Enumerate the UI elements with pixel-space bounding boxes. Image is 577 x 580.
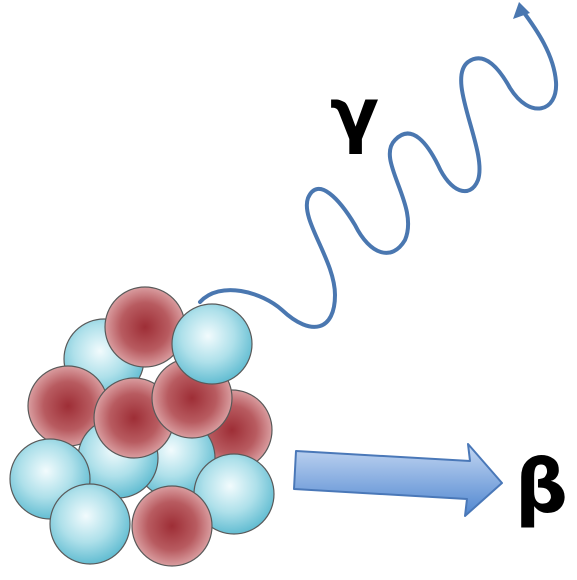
neutron: [171, 303, 253, 385]
neutron: [49, 483, 131, 565]
beta-arrow: [293, 443, 503, 517]
beta-label: β: [515, 444, 568, 530]
gamma-wave: [198, 8, 559, 329]
nucleus: [9, 286, 275, 567]
gamma-arrowhead: [513, 2, 530, 19]
gamma-label: γ: [330, 72, 380, 156]
proton: [131, 485, 213, 567]
